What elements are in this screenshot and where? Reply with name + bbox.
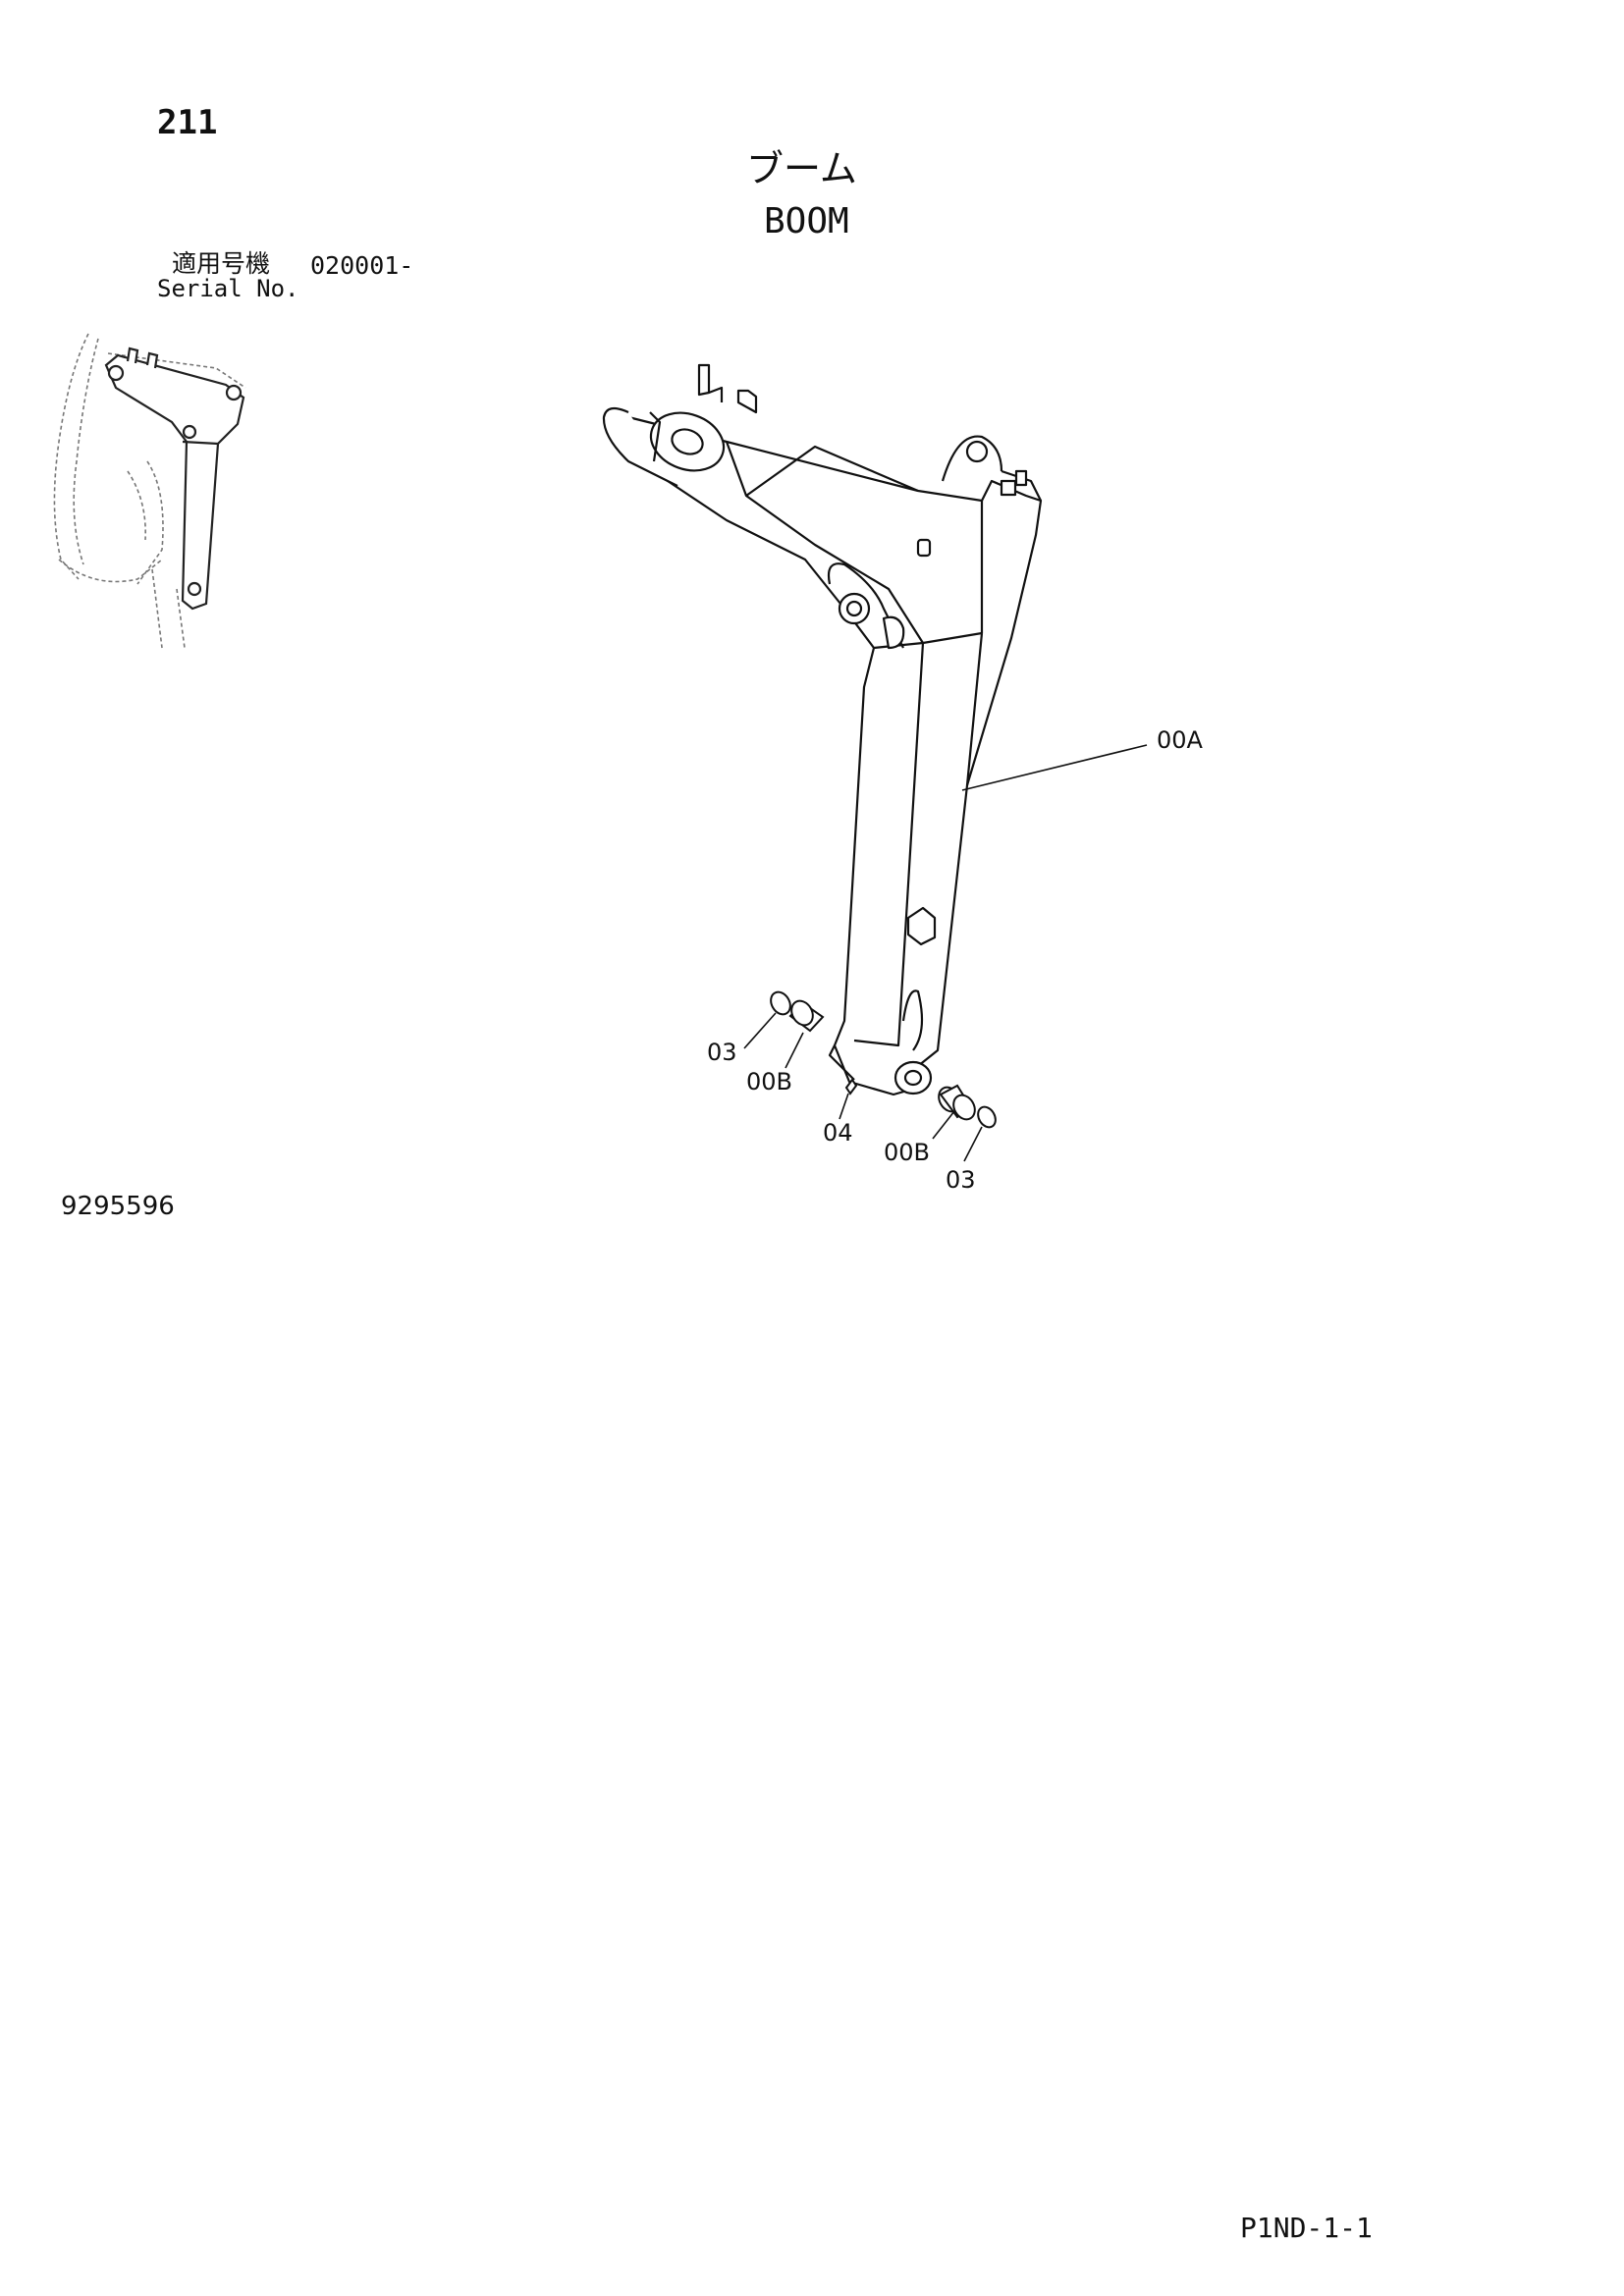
callout-03-left: 03 <box>707 1039 737 1066</box>
callout-00b-right: 00B <box>884 1139 931 1166</box>
serial-label-japanese: 適用号機 <box>172 249 271 278</box>
page-code: P1ND-1-1 <box>1240 2212 1373 2244</box>
drawing-number: 9295596 <box>61 1192 175 1221</box>
serial-number-value: 020001- <box>310 251 414 280</box>
callout-04: 04 <box>823 1119 853 1147</box>
grease-fitting-04 <box>844 1078 858 1095</box>
serial-label-english: Serial No. <box>157 275 299 302</box>
ring-03-right <box>977 1105 997 1129</box>
page-number: 211 <box>157 103 218 142</box>
title-japanese: ブーム <box>746 147 857 190</box>
ring-03-left <box>770 990 791 1016</box>
boom-body <box>626 415 1043 1096</box>
callout-03-right: 03 <box>946 1166 976 1194</box>
callout-00b-left: 00B <box>746 1068 793 1095</box>
title-english: BOOM <box>764 201 849 241</box>
callout-00a: 00A <box>1157 726 1203 754</box>
